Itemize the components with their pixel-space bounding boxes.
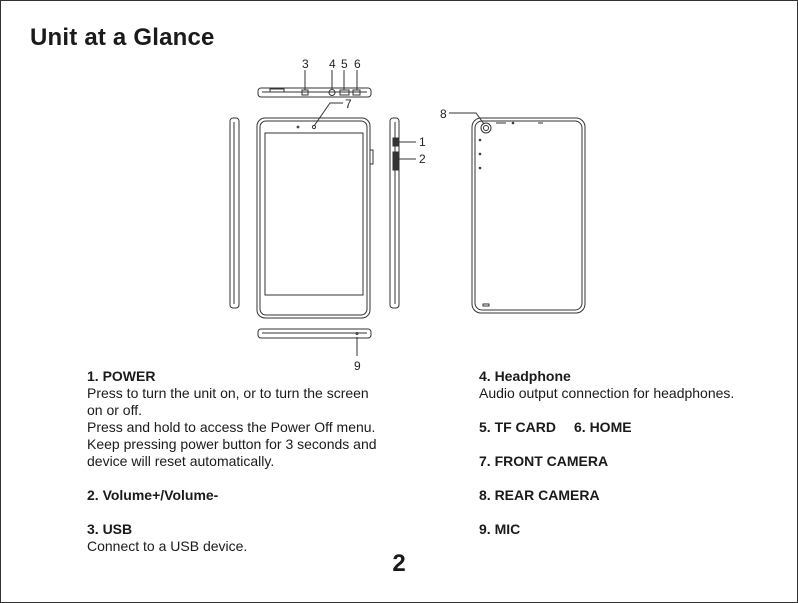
volume-heading: 2. Volume+/Volume- [87,487,219,503]
back-view [471,117,586,314]
power-line-3: Press and hold to access the Power Off m… [87,419,376,435]
screen [264,132,364,296]
callout-9: 9 [354,359,361,373]
mic-heading: 9. MIC [479,521,521,537]
front-camera-heading: 7. FRONT CAMERA [479,453,609,469]
callout-4: 4 [329,57,336,71]
leader-lines [304,70,485,356]
callout-8: 8 [440,107,447,121]
mic-hole [355,332,359,335]
callout-1: 1 [419,135,426,149]
home-heading: 6. HOME [574,419,632,435]
bottom-edge-view [257,328,372,339]
rear-camera [480,122,492,134]
page-number: 2 [392,550,406,577]
callout-3: 3 [302,57,309,71]
callout-2: 2 [419,152,426,166]
callout-7: 7 [345,97,352,111]
top-edge-view [257,87,372,98]
callout-5: 5 [341,57,348,71]
power-line-4: Keep pressing power button for 3 seconds… [87,436,377,452]
left-side-view [229,117,240,309]
headphone-line-1: Audio output connection for headphones. [479,385,735,401]
right-descriptions: 4. Headphone Audio output connection for… [479,368,779,538]
left-descriptions: 1. POWER Press to turn the unit on, or t… [87,368,407,555]
page-title: Unit at a Glance [30,24,215,51]
headphone-heading: 4. Headphone [479,368,571,384]
power-line-1: Press to turn the unit on, or to turn th… [87,385,369,401]
headphone-jack [328,89,336,96]
rear-camera-heading: 8. REAR CAMERA [479,487,600,503]
power-line-5: device will reset automatically. [87,453,275,469]
right-side-view [389,117,400,309]
power-button [392,137,399,147]
power-line-2: on or off. [87,402,143,418]
usb-line-1: Connect to a USB device. [87,538,248,554]
power-heading: 1. POWER [87,368,156,384]
front-view [256,117,374,319]
volume-rocker [392,151,399,171]
callout-6: 6 [354,57,361,71]
tfcard-heading: 5. TF CARD [479,419,556,435]
usb-heading: 3. USB [87,521,133,537]
